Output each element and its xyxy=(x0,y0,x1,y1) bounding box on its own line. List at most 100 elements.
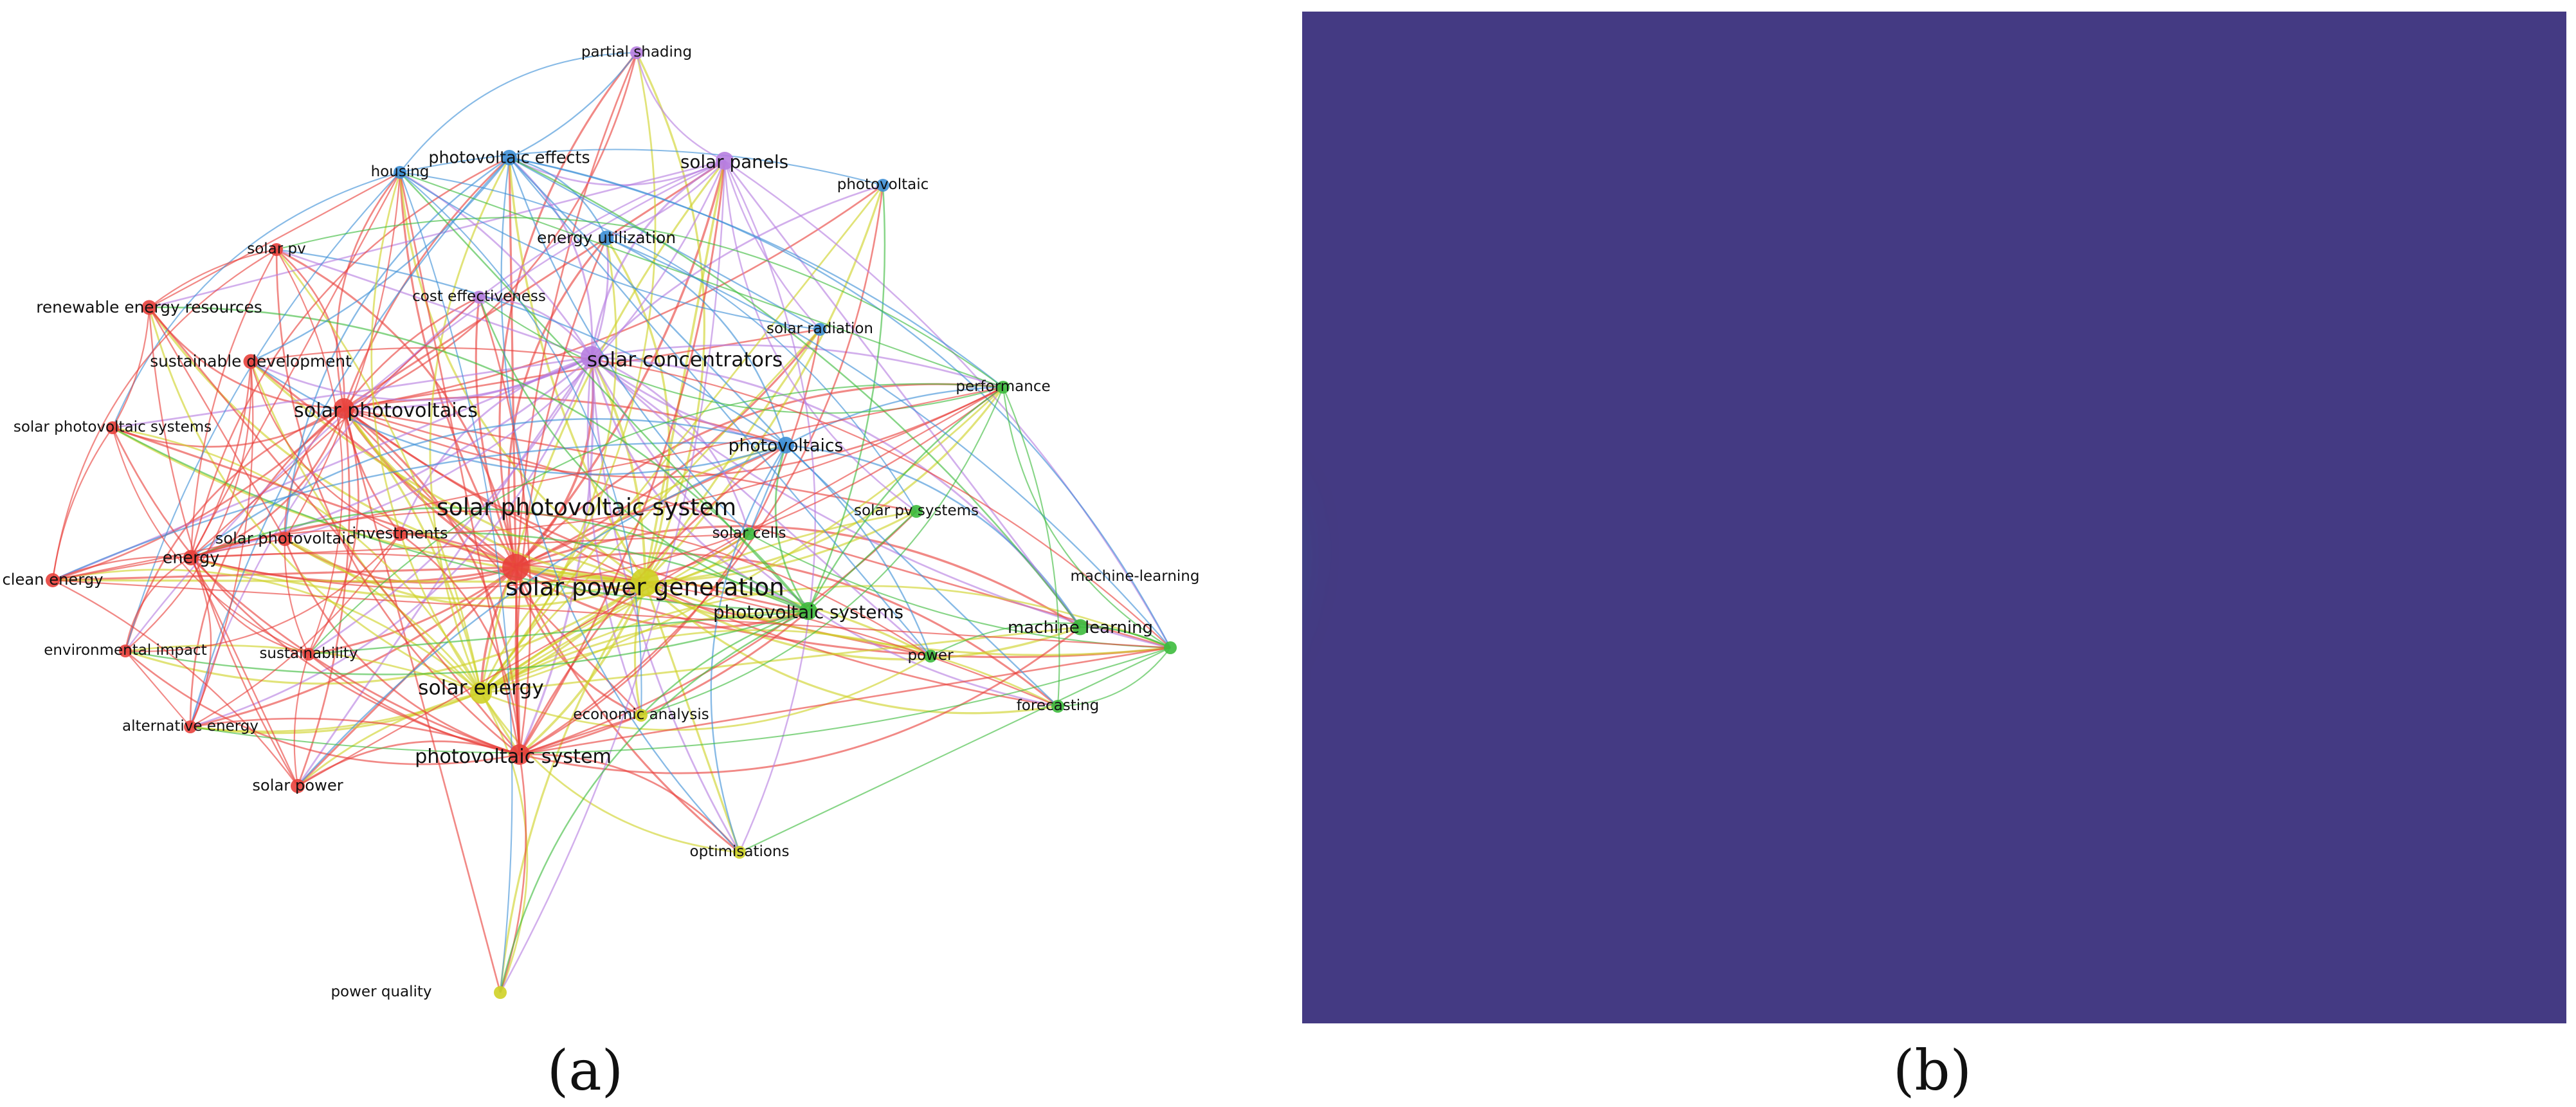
network-node-housing[interactable] xyxy=(394,166,406,179)
network-node-investments[interactable] xyxy=(393,527,407,541)
network-edge xyxy=(807,386,1004,612)
network-node-forecasting[interactable] xyxy=(1051,700,1064,713)
network-label-sustainability: sustainability xyxy=(259,645,358,662)
network-edge xyxy=(399,387,1004,535)
network-edge xyxy=(189,157,510,727)
network-edge xyxy=(723,160,821,330)
network-nodes xyxy=(46,46,1177,999)
network-edge xyxy=(644,581,809,620)
network-node-alternative-energy[interactable] xyxy=(184,720,197,733)
network-node-photovoltaics[interactable] xyxy=(777,437,794,453)
network-edge xyxy=(189,160,725,727)
network-edge xyxy=(509,52,637,159)
network-edge xyxy=(276,217,1004,388)
network-edge xyxy=(190,356,592,559)
network-edge xyxy=(509,156,1081,628)
network-node-solar-photovoltaic[interactable] xyxy=(278,532,292,546)
network-edge xyxy=(52,579,1171,649)
network-node-economic-analysis[interactable] xyxy=(635,709,648,722)
density-background xyxy=(1302,12,2566,1023)
network-edge xyxy=(249,361,401,535)
network-label-machine-learning: machine learning xyxy=(1008,618,1153,637)
network-node-solar-pv[interactable] xyxy=(270,243,283,256)
network-node-solar-panels[interactable] xyxy=(716,152,734,170)
network-node-solar-cells[interactable] xyxy=(743,527,756,540)
network-label-performance: performance xyxy=(956,378,1050,395)
network-edge xyxy=(480,655,931,731)
network-edge xyxy=(590,356,809,612)
network-label-solar-panels: solar panels xyxy=(680,151,788,172)
network-edge xyxy=(518,356,594,755)
network-node-cost-effectiveness[interactable] xyxy=(473,291,485,304)
network-node-machine-learning-h[interactable] xyxy=(1164,641,1177,654)
network-edge xyxy=(250,360,786,475)
network-node-environmental-impact[interactable] xyxy=(119,645,132,657)
network-edge xyxy=(519,185,884,756)
network-node-optimisations[interactable] xyxy=(733,846,746,859)
network-node-photovoltaic-system[interactable] xyxy=(509,744,530,765)
network-node-solar-photovoltaics[interactable] xyxy=(334,398,354,419)
network-edge xyxy=(276,249,343,655)
network-node-solar-power[interactable] xyxy=(291,779,305,793)
network-edge xyxy=(293,654,310,787)
network-edge xyxy=(52,566,516,581)
network-node-machine-learning[interactable] xyxy=(1072,619,1089,636)
network-edge xyxy=(112,426,516,569)
network-edge xyxy=(190,533,401,727)
network-node-solar-radiation[interactable] xyxy=(813,323,826,336)
network-edge xyxy=(399,172,1004,388)
network-edge xyxy=(515,525,1081,628)
network-edge xyxy=(296,408,350,787)
network-node-solar-photovoltaic-system[interactable] xyxy=(502,554,529,581)
network-node-clean-energy[interactable] xyxy=(46,573,60,587)
network-node-photovoltaic[interactable] xyxy=(876,179,889,192)
network-edge xyxy=(125,650,191,727)
network-edge xyxy=(370,172,482,693)
network-node-renewable-energy-resources[interactable] xyxy=(141,300,157,315)
network-edge xyxy=(112,307,150,428)
network-edge xyxy=(148,307,286,540)
network-node-photovoltaic-systems[interactable] xyxy=(799,602,817,620)
network-edge xyxy=(723,160,816,853)
network-edge xyxy=(516,237,608,755)
network-label-solar-pv-systems: solar pv systems xyxy=(854,502,979,519)
network-node-sustainability[interactable] xyxy=(302,648,315,661)
network-edge xyxy=(480,510,917,694)
network-node-solar-pv-systems[interactable] xyxy=(910,505,923,518)
network-edge xyxy=(399,172,642,716)
network-edge xyxy=(284,538,309,655)
network-edge xyxy=(808,511,917,612)
network-node-energy[interactable] xyxy=(183,550,199,565)
network-node-power[interactable] xyxy=(924,650,937,663)
network-node-power-quality[interactable] xyxy=(494,986,507,999)
network-node-solar-photovoltaic-systems[interactable] xyxy=(106,421,119,434)
network-edge xyxy=(509,156,608,239)
network-node-energy-utilization[interactable] xyxy=(599,230,614,246)
network-edge xyxy=(275,249,482,693)
network-node-solar-power-generation[interactable] xyxy=(631,568,659,596)
network-edges xyxy=(51,51,1172,993)
network-edge xyxy=(1057,647,1171,708)
network-node-performance[interactable] xyxy=(997,381,1010,394)
network-edge xyxy=(149,306,809,612)
network-edge xyxy=(710,444,787,853)
network-edge xyxy=(644,581,1058,715)
network-edge xyxy=(429,157,511,693)
network-edge xyxy=(723,160,1082,628)
network-edge xyxy=(644,581,741,853)
network-label-energy-utilization: energy utilization xyxy=(537,228,676,247)
network-label-solar-energy: solar energy xyxy=(418,676,544,699)
network-node-solar-concentrators[interactable] xyxy=(581,346,603,368)
network-edge xyxy=(399,171,593,358)
network-edge xyxy=(399,172,517,568)
network-edge xyxy=(284,172,401,540)
network-edge xyxy=(125,650,520,765)
network-node-sustainable-development[interactable] xyxy=(243,354,259,369)
network-label-photovoltaic-effects: photovoltaic effects xyxy=(428,147,590,167)
network-node-photovoltaic-effects[interactable] xyxy=(502,150,517,165)
network-node-solar-energy[interactable] xyxy=(470,682,492,704)
network-node-partial-shading[interactable] xyxy=(630,46,643,59)
